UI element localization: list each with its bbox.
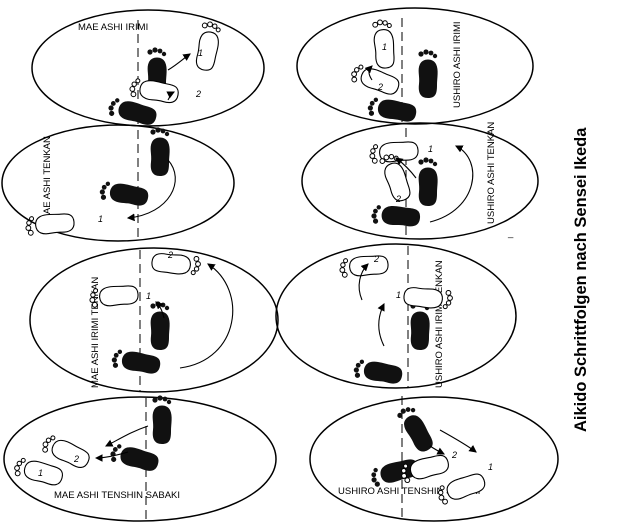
step-number: 2 [195, 89, 201, 99]
movement-arrow [94, 451, 129, 462]
movement-arrow [105, 425, 149, 447]
step-number: 2 [377, 82, 383, 92]
movement-arrow [179, 263, 234, 369]
technique-label: MAE ASHI TENSHIN SABAKI [54, 490, 180, 501]
solid-foot-icon [371, 205, 421, 228]
technique-label: USHIRO ASHI TENSHIN SABAKI [338, 486, 480, 497]
panel-outline [296, 7, 534, 125]
step-number: 2 [73, 454, 79, 464]
step-number: 1 [396, 290, 401, 300]
solid-foot-icon [147, 47, 167, 96]
movement-arrow [439, 429, 477, 453]
movement-arrow [395, 157, 417, 179]
technique-label: MAE ASHI IRIMI TENKAN [90, 277, 101, 388]
solid-foot-icon [150, 127, 170, 176]
outline-foot-icon [129, 78, 181, 105]
solid-foot-icon [152, 395, 172, 444]
movement-arrow [358, 263, 369, 301]
step-number: 2 [395, 194, 401, 204]
solid-foot-icon [397, 407, 437, 455]
panel-ushiro-ashi-irimi-tenkan: USHIRO ASHI IRIMI TENKAN 2 1 [275, 243, 517, 389]
outline-foot-icon [150, 252, 201, 276]
solid-foot-icon [111, 349, 162, 376]
panel-mae-ashi-irimi-tenkan: MAE ASHI IRIMI TENKAN 2 1 [29, 247, 279, 393]
panel-mae-ashi-tenkan: MAE ASHI TENKAN 1 [1, 124, 235, 242]
panel-ushiro-ashi-tenkan: USHIRO ASHI TENKAN 1 2 [301, 122, 539, 240]
solid-foot-icon [353, 359, 404, 386]
outline-foot-icon [437, 470, 488, 505]
outline-foot-icon [339, 253, 390, 278]
outline-foot-icon [25, 211, 76, 236]
outline-foot-icon [89, 283, 140, 308]
step-number: 1 [198, 48, 203, 58]
solid-foot-icon [108, 98, 159, 128]
movement-arrow [429, 145, 474, 223]
technique-label: USHIRO ASHI TENKAN [486, 122, 497, 224]
step-number: 1 [382, 42, 387, 52]
step-number: 1 [38, 468, 43, 478]
solid-foot-icon [410, 301, 430, 350]
outline-foot-icon [14, 457, 66, 488]
panel-outline [301, 122, 539, 240]
solid-foot-icon [367, 97, 418, 124]
step-number: 1 [146, 291, 151, 301]
solid-foot-icon [418, 49, 438, 98]
solid-foot-icon [418, 157, 438, 206]
movement-arrow [167, 53, 191, 71]
step-number: 2 [451, 450, 457, 460]
solid-foot-icon [150, 301, 170, 350]
step-number: 1 [488, 462, 493, 472]
outline-foot-icon [401, 452, 451, 484]
technique-label: MAE ASHI TENKAN [42, 136, 53, 222]
panel-mae-ashi-irimi: MAE ASHI IRIMI 1 2 [31, 9, 265, 128]
movement-arrow [429, 445, 445, 455]
outline-foot-icon [369, 139, 420, 164]
solid-foot-icon [99, 181, 150, 208]
panel-outline [31, 9, 265, 127]
outline-foot-icon [194, 21, 221, 73]
movement-arrow [166, 91, 175, 101]
outline-foot-icon [42, 435, 93, 472]
step-number: 2 [167, 250, 173, 260]
technique-label: USHIRO ASHI IRIMI TENKAN [434, 260, 445, 388]
movement-arrow [155, 301, 165, 319]
step-number: 1 [98, 214, 103, 224]
solid-foot-icon [110, 444, 161, 474]
outline-foot-icon [372, 19, 397, 70]
panel-mae-ashi-tenshin-sabaki: MAE ASHI TENSHIN SABAKI 2 1 [3, 395, 277, 522]
panel-outline [1, 124, 235, 242]
outline-foot-icon [351, 64, 402, 98]
panel-ushiro-ashi-irimi: USHIRO ASHI IRIMI 1 2 [296, 7, 534, 125]
stray-mark: _ [507, 228, 514, 239]
panel-outline [3, 396, 277, 522]
movement-arrow [377, 303, 385, 347]
technique-label: MAE ASHI IRIMI [78, 22, 148, 33]
technique-label: USHIRO ASHI IRIMI [452, 21, 463, 108]
page-title: Aikido Schrittfolgen nach Sensei Ikeda [572, 127, 590, 432]
movement-arrow [364, 65, 373, 81]
outline-foot-icon [402, 286, 453, 310]
solid-foot-icon [371, 456, 421, 487]
step-number: 2 [373, 254, 379, 264]
panel-outline [309, 396, 559, 522]
panel-outline [275, 243, 517, 389]
movement-arrow [126, 159, 176, 222]
panel-ushiro-ashi-tenshin-sabaki: USHIRO ASHI TENSHIN SABAKI 2 1 [309, 396, 559, 522]
step-number: 1 [428, 144, 433, 154]
panel-outline [29, 247, 279, 393]
